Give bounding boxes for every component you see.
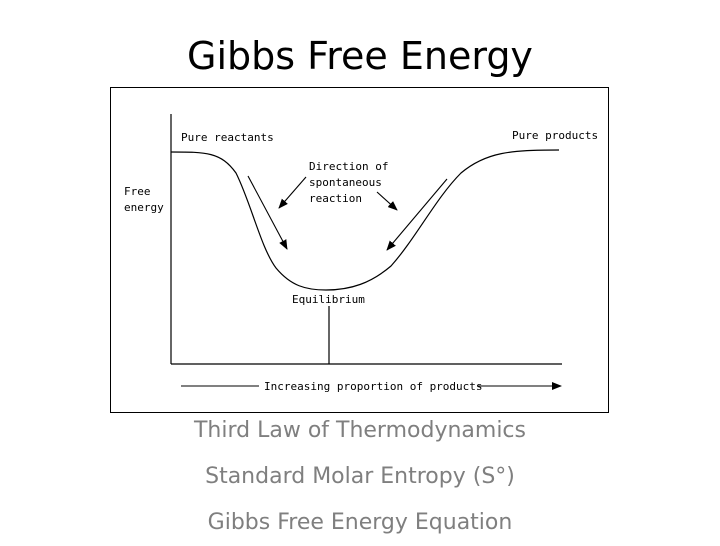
bullet-item: Gibbs Free Energy Equation — [207, 510, 513, 535]
left-direction-arrow — [247, 175, 288, 250]
x-axis-label: Increasing proportion of products — [264, 380, 483, 393]
pure-reactants-label: Pure reactants — [181, 131, 274, 144]
annotation-pointer-right — [376, 191, 398, 211]
bullet-list: Third Law of Thermodynamics Standard Mol… — [0, 408, 720, 546]
free-energy-curve — [170, 149, 560, 291]
y-axis-label-line1: Free — [124, 185, 151, 198]
equilibrium-label: Equilibrium — [292, 293, 365, 306]
annotation-line1: Direction of — [309, 160, 388, 173]
bullet-item: Third Law of Thermodynamics — [193, 418, 526, 443]
y-axis-label-line2: energy — [124, 201, 164, 214]
slide-title: Gibbs Free Energy — [187, 34, 533, 78]
annotation-line3: reaction — [309, 192, 362, 205]
annotation-line2: spontaneous — [309, 176, 382, 189]
pure-products-label: Pure products — [512, 129, 598, 142]
free-energy-diagram: Free energy Pure reactants Pure products… — [110, 87, 609, 413]
right-direction-arrow — [386, 178, 448, 251]
annotation-pointer-left — [278, 176, 307, 209]
diagram-canvas: Free energy Pure reactants Pure products… — [124, 114, 598, 393]
bullet-item: Standard Molar Entropy (S°) — [205, 464, 515, 489]
